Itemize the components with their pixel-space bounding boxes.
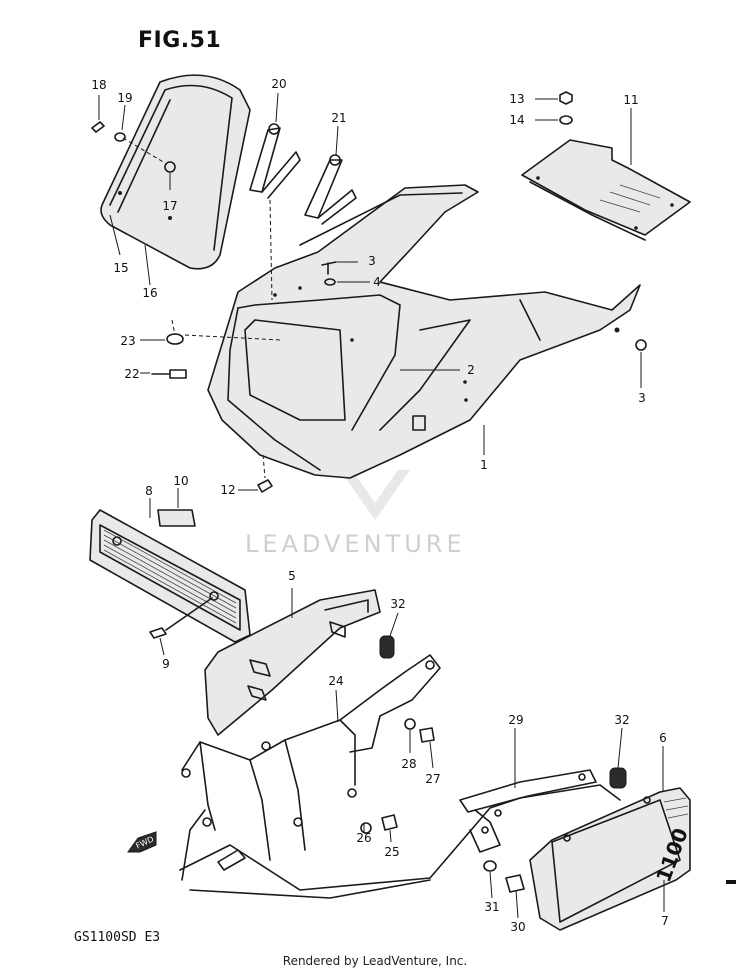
watermark-text: LEADVENTURE (245, 530, 466, 558)
figure-title: FIG.51 (138, 28, 222, 53)
callout-20: 20 (271, 77, 287, 91)
watermark-logo (340, 470, 410, 520)
pad-part-10 (157, 509, 196, 527)
callout-28: 28 (401, 757, 417, 771)
callout-29: 29 (508, 713, 524, 727)
callout-25: 25 (384, 845, 400, 859)
screw-18 (91, 121, 105, 133)
callout-2: 2 (467, 363, 475, 377)
callout-3-right: 3 (638, 391, 646, 405)
callout-22: 22 (124, 367, 140, 381)
model-code: GS1100SD E3 (74, 930, 161, 945)
washer-26 (360, 822, 372, 834)
callout-17: 17 (162, 199, 178, 213)
tray-part-11 (521, 139, 691, 241)
callout-8: 8 (145, 484, 153, 498)
screw-12 (257, 479, 273, 493)
callout-27: 27 (425, 772, 441, 786)
callout-7: 7 (661, 914, 669, 928)
callout-23: 23 (120, 334, 136, 348)
callout-30: 30 (510, 920, 526, 934)
washer-23 (166, 333, 184, 345)
nut-17 (164, 161, 176, 173)
callout-24: 24 (328, 674, 344, 688)
screw-3-upper (321, 261, 337, 275)
callout-13: 13 (509, 92, 525, 106)
nut-13 (559, 91, 573, 105)
screw-9 (149, 597, 213, 639)
callout-9: 9 (162, 657, 170, 671)
bolt-30 (505, 874, 525, 893)
callout-16: 16 (142, 286, 158, 300)
screw-3-right (635, 339, 647, 351)
fwd-arrow (127, 831, 157, 853)
callout-4: 4 (373, 275, 381, 289)
bracket-part-5 (204, 589, 381, 736)
washer-4 (324, 278, 336, 286)
side-cover-part-6 (529, 787, 691, 931)
callout-10: 10 (173, 474, 189, 488)
grommet-32-a (379, 635, 395, 659)
callout-21: 21 (331, 111, 347, 125)
callout-5: 5 (288, 569, 296, 583)
callout-3-upper: 3 (368, 254, 376, 268)
callout-14: 14 (509, 113, 525, 127)
footer-credit: Rendered by LeadVenture, Inc. (282, 954, 468, 968)
frame-part-24 (179, 654, 621, 899)
reflector-part-8 (89, 509, 251, 643)
washer-28 (404, 718, 416, 730)
callout-12: 12 (220, 483, 236, 497)
callout-26: 26 (356, 831, 372, 845)
callout-19: 19 (117, 91, 133, 105)
callout-15: 15 (113, 261, 129, 275)
leader-lines (98, 92, 665, 919)
bolt-27 (419, 727, 435, 743)
callout-32-a: 32 (390, 597, 406, 611)
bracket-21 (304, 154, 357, 225)
bolt-22 (151, 369, 187, 379)
washer-19 (114, 132, 126, 142)
washer-14 (559, 115, 573, 125)
washer-31 (483, 860, 497, 872)
grommet-32-b (609, 767, 627, 789)
rail-part-29 (459, 769, 597, 853)
callout-1: 1 (480, 458, 488, 472)
windscreen-part (100, 74, 251, 270)
callout-32-b: 32 (614, 713, 630, 727)
page-edge-mark (726, 880, 736, 884)
callout-31: 31 (484, 900, 500, 914)
callout-18: 18 (91, 78, 107, 92)
callout-11: 11 (623, 93, 639, 107)
bolt-25 (381, 814, 398, 831)
tail-cowl-part-1 (207, 184, 641, 479)
bracket-20 (249, 123, 301, 199)
callout-6: 6 (659, 731, 667, 745)
